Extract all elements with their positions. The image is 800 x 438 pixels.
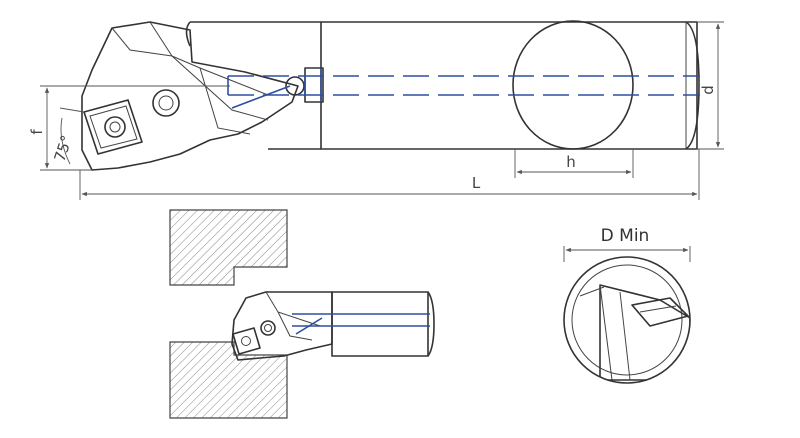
dimension-angle: 75° [51, 107, 85, 165]
small-tool-shank [331, 291, 429, 357]
dimension-angle-label: 75° [51, 133, 76, 164]
detail-insert [631, 297, 689, 327]
minimum-bore-view: D Min [563, 226, 691, 384]
tool-neck [185, 21, 321, 150]
workpiece-upper [169, 209, 288, 286]
coolant-channel-angle [231, 85, 291, 109]
dimension-h-label: h [566, 153, 576, 171]
shank-end-chamfer [685, 21, 700, 150]
clamp-screw [152, 89, 180, 117]
dimension-dmin-label: D Min [601, 226, 650, 246]
coolant-nozzle [285, 76, 305, 96]
main-tool-view: d h L f 75° [28, 20, 724, 200]
dimension-l: L [79, 149, 700, 200]
boring-operation-view [169, 209, 435, 419]
workpiece-lower [169, 341, 288, 419]
dimension-d: d [697, 21, 724, 150]
shank-body [320, 21, 698, 150]
cutting-insert [83, 99, 143, 155]
shank-flat [512, 20, 634, 150]
bore-inner [571, 264, 683, 376]
dimension-f: f [28, 85, 230, 171]
dimension-f-label: f [28, 129, 46, 135]
dimension-d-label: d [699, 85, 717, 95]
small-cutting-insert [232, 327, 261, 355]
dimension-l-label: L [472, 174, 481, 192]
tool-head [81, 21, 299, 171]
detail-tool-body [599, 284, 690, 381]
insert-screw [104, 116, 126, 138]
small-tool-head [231, 291, 333, 361]
dimension-h: h [514, 149, 634, 178]
